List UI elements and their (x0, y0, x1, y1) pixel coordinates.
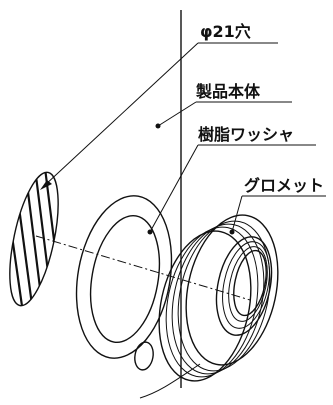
grommet-leader (229, 195, 326, 235)
resin-washer-ring (75, 195, 173, 359)
center-axis-line (35, 235, 251, 301)
resin-washer-label: 樹脂ワッシャ (198, 125, 294, 144)
hole-hatched-ellipse (2, 168, 66, 310)
small-opening-ellipse (134, 341, 154, 371)
grommet-part (158, 214, 279, 382)
product-body-label: 製品本体 (195, 82, 261, 101)
washer-leader (147, 144, 316, 235)
grommet-label: グロメット (244, 176, 324, 195)
hole-leader (40, 42, 278, 190)
body-leader (155, 101, 292, 129)
lower-leader-line (139, 363, 201, 399)
hole-label: φ21穴 (200, 22, 251, 41)
